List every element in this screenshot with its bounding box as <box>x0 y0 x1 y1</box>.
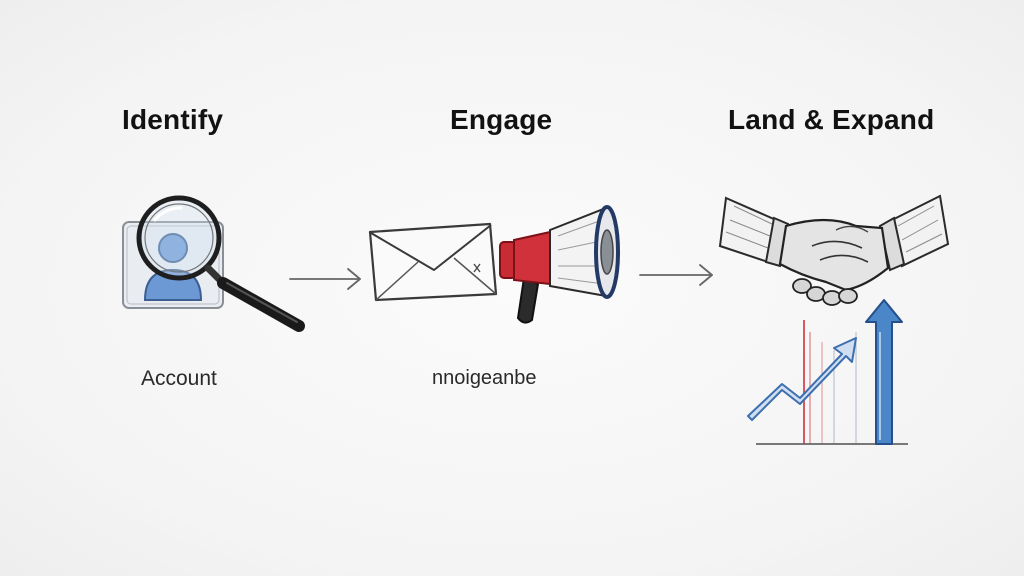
step-title-land-expand: Land & Expand <box>728 104 935 135</box>
arrow-right-icon <box>289 268 361 290</box>
arrow-right-icon <box>639 264 713 286</box>
step-title-identify: Identify <box>122 104 224 135</box>
step-caption-identify: Account <box>141 367 217 390</box>
magnifier-over-profile-icon <box>122 195 305 332</box>
growth-chart-icon <box>747 299 908 445</box>
step-caption-engage: nnoigeanbe <box>432 367 537 389</box>
step-title-engage: Engage <box>450 104 553 135</box>
envelope-icon <box>368 222 498 302</box>
handshake-icon <box>718 194 950 306</box>
megaphone-icon <box>499 205 620 324</box>
